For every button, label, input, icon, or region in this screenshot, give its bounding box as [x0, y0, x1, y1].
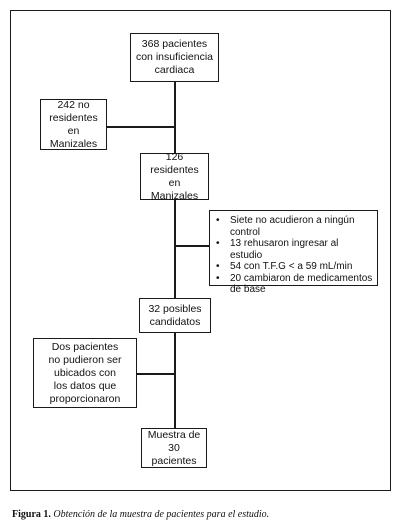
connector-non-residents: [107, 126, 175, 128]
node-residents-line-2: residentes en: [150, 163, 199, 189]
node-exclusions: Siete no acudieron a ningún control 13 r…: [209, 210, 378, 295]
node-non-residents-line-2: residentes en: [49, 111, 98, 137]
exclusion-item: 54 con T.F.G < a 59 mL/min: [214, 261, 373, 273]
connector-exclusions: [174, 245, 209, 247]
exclusion-item: 20 cambiaron de medicamentos de base: [214, 273, 373, 296]
diagram-frame: [10, 10, 391, 491]
connector-not-located: [137, 373, 175, 375]
node-sample: Muestra de 30 pacientes: [141, 428, 207, 468]
figure-caption: Figura 1. Obtención de la muestra de pac…: [12, 509, 269, 520]
caption-label: Figura 1.: [12, 509, 51, 520]
exclusion-item: Siete no acudieron a ningún control: [214, 215, 373, 238]
node-not-located-line-5: proporcionaron: [49, 392, 121, 405]
exclusion-item: 13 rehusaron ingresar al estudio: [214, 238, 373, 261]
node-candidates-line-2: candidatos: [149, 315, 201, 328]
node-not-located-line-3: ubicados con: [54, 366, 116, 379]
node-residents-line-3: Manizales: [150, 189, 199, 202]
node-start-line-3: cardiaca: [154, 64, 195, 76]
node-candidates: 32 posibles candidatos: [139, 298, 211, 333]
node-residents-line-1: 126: [165, 150, 184, 163]
node-non-residents: 242 no residentes en Manizales: [40, 99, 107, 150]
node-not-located-line-1: Dos pacientes: [51, 340, 119, 353]
node-start-line-2: con insuficiencia: [135, 51, 214, 63]
node-not-located-line-2: no pudieron ser: [48, 353, 122, 366]
main-connector: [174, 82, 176, 428]
node-sample-line-2: 30 pacientes: [151, 441, 197, 467]
node-candidates-line-1: 32 posibles: [148, 302, 202, 315]
node-non-residents-line-1: 242 no: [57, 98, 90, 111]
node-non-residents-line-3: Manizales: [49, 137, 98, 150]
node-residents: 126 residentes en Manizales: [140, 150, 209, 202]
node-start-line-1: 368 pacientes: [141, 38, 208, 50]
caption-text: Obtención de la muestra de pacientes par…: [53, 509, 270, 520]
node-start: 368 pacientes con insuficiencia cardiaca: [130, 33, 219, 82]
node-not-located: Dos pacientes no pudieron ser ubicados c…: [33, 338, 137, 408]
node-sample-line-1: Muestra de: [147, 428, 201, 441]
node-not-located-line-4: los datos que: [53, 379, 117, 392]
